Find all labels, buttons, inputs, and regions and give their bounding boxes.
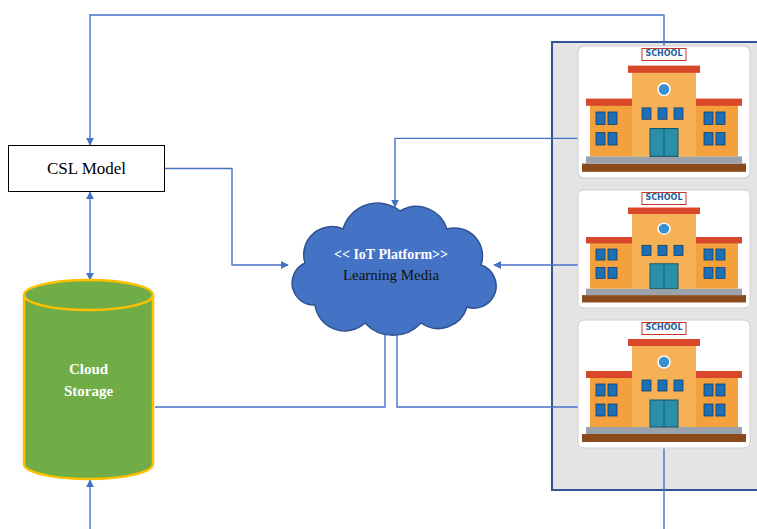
cloud-shape bbox=[285, 195, 497, 330]
node-label: Cloud Storage bbox=[54, 358, 124, 403]
school-illustration bbox=[578, 46, 750, 178]
school-building: SCHOOL bbox=[578, 320, 750, 448]
school-building: SCHOOL bbox=[578, 190, 750, 308]
connector-arrow bbox=[90, 448, 664, 529]
cloud-platform: << IoT Platform>>Learning Media bbox=[285, 195, 497, 330]
cylinder-body bbox=[24, 280, 153, 479]
school-illustration bbox=[578, 190, 750, 308]
storage-cylinder: Cloud Storage bbox=[22, 280, 155, 480]
school-illustration bbox=[578, 320, 750, 448]
connector-arrow bbox=[165, 169, 288, 266]
connector-arrow bbox=[395, 138, 578, 207]
school-sign: SCHOOL bbox=[641, 48, 686, 61]
stereotype-label: << IoT Platform>> bbox=[334, 246, 448, 265]
connector-arrow bbox=[89, 192, 90, 280]
connector-arrow bbox=[155, 323, 385, 407]
connector-arrow bbox=[397, 324, 578, 407]
school-building: SCHOOL bbox=[578, 46, 750, 178]
school-sign: SCHOOL bbox=[641, 322, 686, 335]
node-label: CSL Model bbox=[47, 159, 126, 179]
school-sign: SCHOOL bbox=[641, 192, 686, 205]
cylinder-rim bbox=[24, 295, 153, 310]
process-box: CSL Model bbox=[8, 145, 165, 192]
node-label: Learning Media bbox=[343, 265, 439, 285]
connector-arrow bbox=[494, 264, 578, 265]
school-panel bbox=[552, 42, 757, 490]
cylinder-shape bbox=[22, 280, 155, 480]
cloud-outline bbox=[292, 203, 496, 335]
